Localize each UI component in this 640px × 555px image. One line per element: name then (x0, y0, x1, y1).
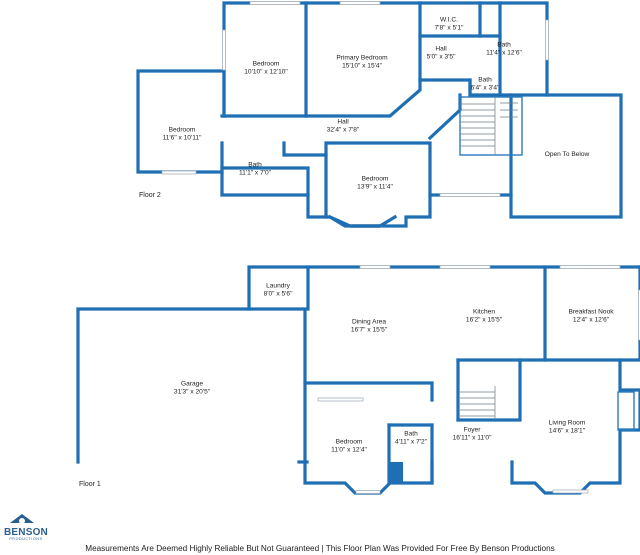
floor-label: Floor 2 (139, 192, 161, 199)
wall-stair-box (456, 358, 522, 422)
floor-2-north-wall (220, 1, 623, 228)
disclaimer-footer: Measurements Are Deemed Highly Reliable … (85, 544, 555, 553)
wall-primary-south (304, 1, 422, 118)
brand-name: BENSON (4, 527, 48, 538)
floor-label: Floor 1 (79, 481, 101, 488)
wall-bedroom-north (282, 141, 432, 197)
floor-1-south-wall (303, 460, 434, 495)
floor-1-windows (317, 265, 640, 494)
floor-2-stair-treads (460, 97, 518, 155)
floor-2-walls (136, 1, 623, 228)
floor-1-east-wall (510, 265, 640, 495)
floor-2-west-bedroom-wall (136, 69, 226, 174)
brand-subtitle: PRODUCTIONS (9, 537, 43, 541)
floor-2-stair-outline (459, 96, 523, 156)
wall-stair-angle (427, 93, 462, 141)
fireplace (617, 391, 635, 431)
floor-1-stair-treads (460, 386, 496, 420)
room-label: Open To Below (544, 151, 590, 159)
garage-outer-wall (76, 307, 251, 464)
brand-logo-icon (10, 514, 34, 524)
brand-logo: BENSON PRODUCTIONS (4, 513, 48, 541)
wall-bath-floor2 (220, 141, 310, 197)
wall-bedroom-north-f1 (303, 381, 434, 402)
floor-2-bay-window (327, 214, 398, 228)
floor-1-bath-shower (389, 462, 403, 483)
room-label: W.I.C.7'8" x 5'1" (434, 16, 464, 31)
floor-1-walls (76, 265, 640, 495)
